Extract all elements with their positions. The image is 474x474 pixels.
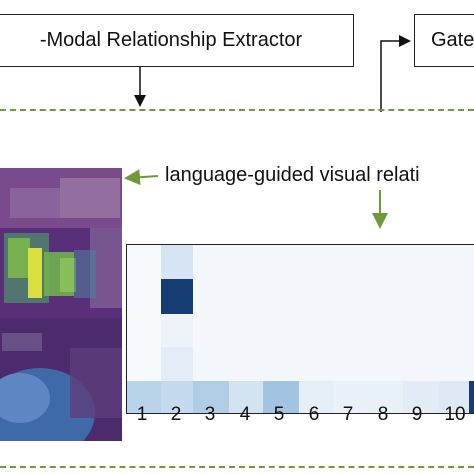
heatmap-cell	[403, 381, 439, 413]
heatmap-x-axis: 1 2 3 4 5 6 7 8 9 10	[126, 404, 474, 428]
x-tick-label: 6	[308, 404, 320, 425]
relation-heatmap	[126, 244, 474, 414]
heatmap-cell	[127, 381, 161, 413]
caption-left-arrow	[124, 169, 159, 186]
x-tick-label: 4	[239, 404, 251, 425]
heatmap-cell	[263, 381, 299, 413]
gate-box: Gate	[414, 14, 474, 67]
gate-input-arrow	[380, 35, 411, 112]
relationship-extractor-box: -Modal Relationship Extractor	[0, 14, 354, 67]
bottom-dashed-divider	[0, 466, 474, 468]
heatmap-cell	[469, 381, 474, 413]
heatmap-cell	[127, 245, 161, 381]
visual-relation-caption: language-guided visual relati	[165, 164, 420, 186]
heatmap-cell	[161, 381, 193, 413]
heatmap-cell	[161, 245, 193, 279]
top-dashed-divider	[0, 109, 474, 111]
attention-photo	[0, 168, 122, 441]
heatmap-cell	[333, 381, 369, 413]
heatmap-cell	[161, 279, 193, 314]
x-tick-label: 5	[273, 404, 285, 425]
x-tick-label: 3	[204, 404, 216, 425]
x-tick-label: 8	[377, 404, 389, 425]
heatmap-cell	[193, 381, 229, 413]
relationship-extractor-label: -Modal Relationship Extractor	[39, 29, 303, 51]
x-tick-label: 2	[170, 404, 182, 425]
heatmap-cell	[369, 381, 403, 413]
heatmap-cell	[299, 381, 333, 413]
gate-label: Gate	[431, 29, 474, 51]
x-tick-label: 9	[411, 404, 423, 425]
x-tick-label: 10	[444, 404, 466, 425]
x-tick-label: 7	[342, 404, 354, 425]
heatmap-cell	[229, 381, 263, 413]
heatmap-cell	[161, 347, 193, 381]
heatmap-cell	[161, 314, 193, 347]
x-tick-label: 1	[136, 404, 148, 425]
heatmap-cell	[439, 381, 469, 413]
